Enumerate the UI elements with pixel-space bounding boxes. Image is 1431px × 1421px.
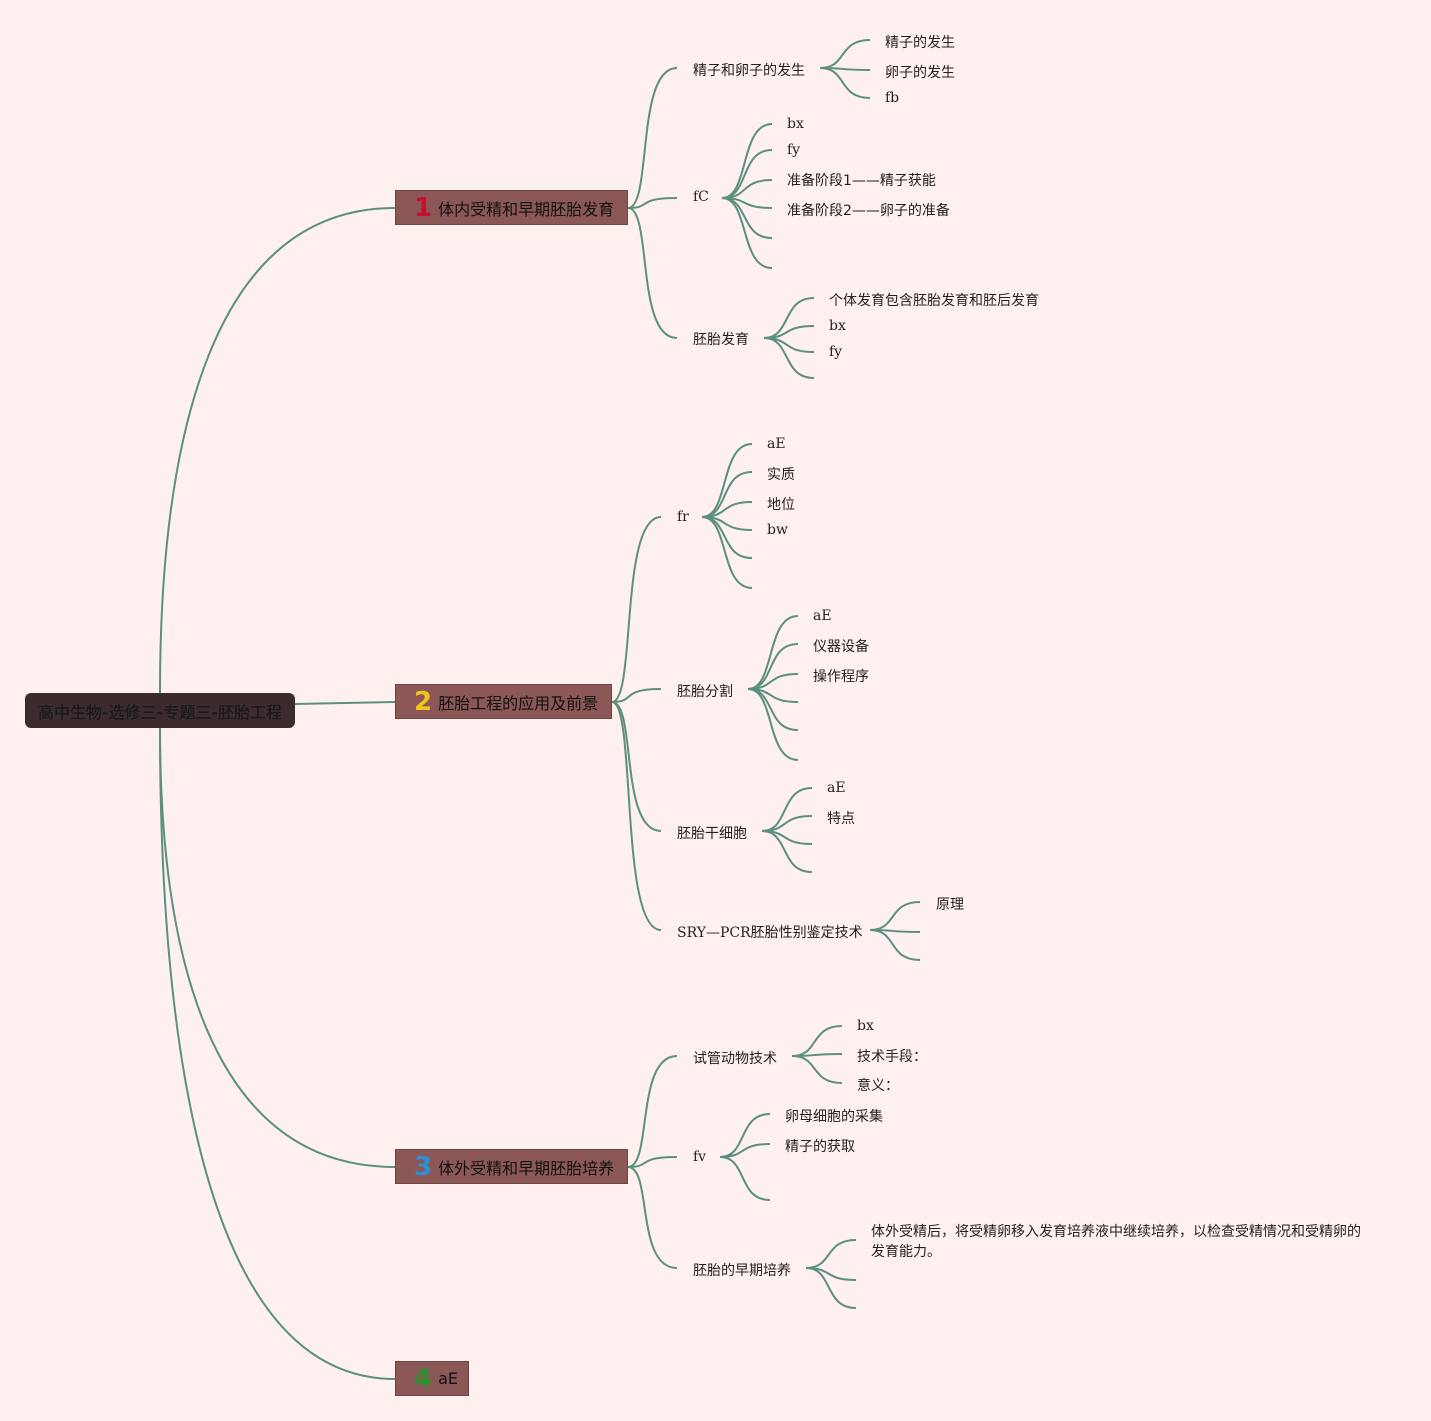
subtopic-sry-pcr[interactable]: SRY—PCR胚胎性别鉴定技术 (677, 925, 863, 941)
edge-b2-s2-leaf-1 (747, 643, 799, 690)
leaf-oocyte-collection[interactable]: 卵母细胞的采集 (785, 1109, 883, 1125)
edge-b1-s2-leaf-1 (721, 149, 773, 199)
subtopic-embryo-development[interactable]: 胚胎发育 (693, 332, 749, 348)
subtopic-embryo-splitting[interactable]: 胚胎分割 (677, 684, 733, 700)
branch-topic-2[interactable]: 2 胚胎工程的应用及前景 (395, 684, 612, 719)
leaf-prep-stage-2[interactable]: 准备阶段2——卵子的准备 (787, 203, 950, 219)
edge-b3-s2-leaf-2 (719, 1156, 771, 1201)
subtopic-embryonic-stem-cells[interactable]: 胚胎干细胞 (677, 826, 747, 842)
branch-topic-3[interactable]: 3 体外受精和早期胚胎培养 (395, 1149, 628, 1184)
branch-topic-4[interactable]: 4 aE (395, 1361, 469, 1396)
root-topic[interactable]: 高中生物-选修三-专题三-胚胎工程 (25, 693, 295, 728)
edge-b1-s3 (627, 207, 678, 339)
branch-topic-4-label: aE (438, 1369, 459, 1388)
edge-root-branch-2 (294, 701, 396, 705)
edge-b2-s4-leaf-0 (869, 901, 921, 931)
leaf-bx[interactable]: bx (857, 1018, 874, 1034)
root-topic-label: 高中生物-选修三-专题三-胚胎工程 (38, 702, 282, 722)
leaf-egg-development[interactable]: 卵子的发生 (885, 65, 955, 81)
leaf-culture-description[interactable]: 体外受精后，将受精卵移入发育培养液中继续培养，以检查受精情况和受精卵的发育能力。 (871, 1224, 1361, 1260)
edge-root-branch-4 (159, 727, 396, 1380)
leaf-status[interactable]: 地位 (767, 497, 795, 513)
edge-b1-s2-leaf-0 (721, 123, 773, 199)
edge-b2-s1-leaf-0 (701, 443, 753, 518)
branch-number-3: 3 (414, 1151, 433, 1182)
edge-b1-s2 (627, 197, 678, 209)
edge-b3-s2-leaf-0 (719, 1113, 771, 1158)
edge-b1-s1-leaf-0 (819, 39, 871, 69)
edge-b2-s3-leaf-3 (761, 830, 813, 873)
edge-b2-s2 (611, 688, 662, 703)
leaf-ae[interactable]: aE (813, 608, 832, 624)
leaf-fb[interactable]: fb (885, 90, 900, 106)
leaf-significance[interactable]: 意义： (857, 1078, 899, 1094)
edge-root-branch-3 (159, 727, 396, 1168)
leaf-bx[interactable]: bx (787, 116, 804, 132)
subtopic-fc[interactable]: fC (693, 189, 709, 205)
edge-b3-s1-leaf-0 (791, 1025, 843, 1057)
leaf-procedure[interactable]: 操作程序 (813, 669, 869, 685)
edge-b2-s3 (611, 701, 662, 832)
leaf-bx[interactable]: bx (829, 318, 846, 334)
leaf-essence[interactable]: 实质 (767, 467, 795, 483)
edge-b1-s3-leaf-3 (763, 337, 815, 379)
subtopic-gametogenesis[interactable]: 精子和卵子的发生 (693, 63, 805, 79)
leaf-prep-stage-1[interactable]: 准备阶段1——精子获能 (787, 173, 936, 189)
edge-b2-s1 (611, 516, 662, 703)
leaf-ae[interactable]: aE (827, 780, 846, 796)
edge-b2-s1-leaf-5 (701, 516, 753, 589)
branch-number-4: 4 (414, 1363, 433, 1394)
leaf-principle[interactable]: 原理 (936, 897, 964, 913)
subtopic-early-embryo-culture[interactable]: 胚胎的早期培养 (693, 1263, 791, 1279)
leaf-bw[interactable]: bw (767, 522, 788, 538)
leaf-sperm-acquisition[interactable]: 精子的获取 (785, 1139, 855, 1155)
edge-b2-s4 (611, 701, 662, 931)
subtopic-test-tube-animal[interactable]: 试管动物技术 (693, 1051, 777, 1067)
leaf-technique[interactable]: 技术手段： (857, 1049, 927, 1065)
edge-b2-s1-leaf-4 (701, 516, 753, 559)
leaf-features[interactable]: 特点 (827, 811, 855, 827)
edge-b3-s3-leaf-2 (805, 1267, 857, 1309)
edge-b1-s1 (627, 67, 678, 209)
subtopic-fr[interactable]: fr (677, 509, 689, 525)
leaf-individual-development[interactable]: 个体发育包含胚胎发育和胚后发育 (829, 293, 1039, 309)
leaf-sperm-development[interactable]: 精子的发生 (885, 35, 955, 51)
edge-b3-s3 (627, 1166, 678, 1269)
branch-topic-1-label: 体内受精和早期胚胎发育 (438, 199, 615, 219)
subtopic-fv[interactable]: fv (693, 1149, 707, 1165)
branch-number-1: 1 (414, 192, 433, 223)
edge-b3-s3-leaf-0 (805, 1239, 857, 1269)
edge-b2-s1-leaf-1 (701, 471, 753, 518)
edge-b2-s2-leaf-0 (747, 615, 799, 690)
branch-topic-2-label: 胚胎工程的应用及前景 (438, 693, 599, 713)
edge-b2-s2-leaf-5 (747, 688, 799, 761)
branch-topic-1[interactable]: 1 体内受精和早期胚胎发育 (395, 190, 628, 225)
branch-topic-3-label: 体外受精和早期胚胎培养 (438, 1158, 615, 1178)
branch-number-2: 2 (414, 686, 433, 717)
edge-b2-s3-leaf-0 (761, 787, 813, 832)
edge-b1-s2-leaf-5 (721, 197, 773, 269)
edge-b3-s1 (627, 1055, 678, 1168)
leaf-fy[interactable]: fy (829, 344, 843, 360)
edge-b2-s2-leaf-4 (747, 688, 799, 731)
edge-b3-s2-leaf-1 (719, 1143, 771, 1158)
edge-root-branch-1 (159, 207, 396, 694)
edge-b2-s4-leaf-2 (869, 929, 921, 961)
leaf-ae[interactable]: aE (767, 436, 786, 452)
leaf-equipment[interactable]: 仪器设备 (813, 639, 869, 655)
leaf-fy[interactable]: fy (787, 142, 801, 158)
edge-b3-s2 (627, 1156, 678, 1168)
edge-b1-s1-leaf-2 (819, 67, 871, 99)
edge-b3-s1-leaf-2 (791, 1055, 843, 1084)
